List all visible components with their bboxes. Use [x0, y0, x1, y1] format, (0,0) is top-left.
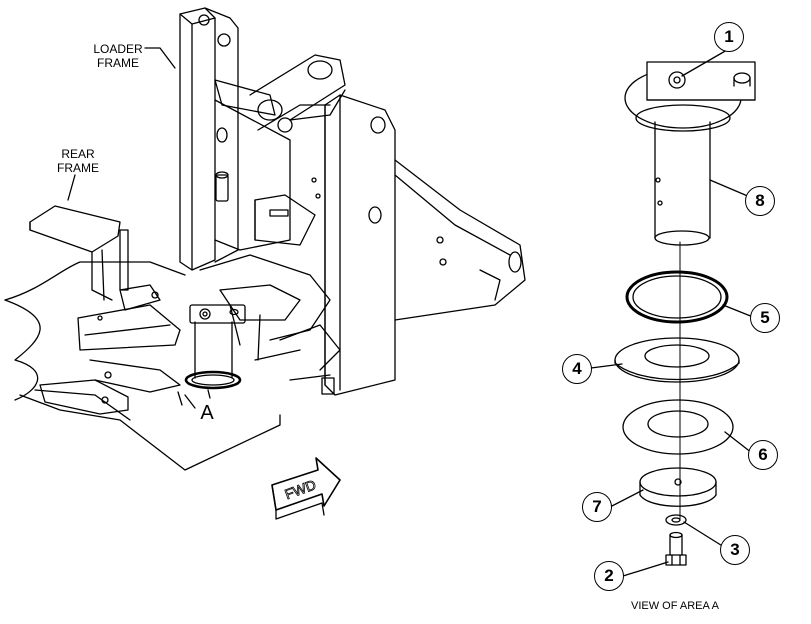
leader-5 — [722, 304, 754, 318]
part-8-pin — [624, 61, 756, 246]
callout-4: 4 — [562, 354, 592, 384]
leader-2 — [622, 561, 669, 577]
leader-7 — [609, 489, 644, 508]
rear-frame-leader — [67, 174, 76, 201]
leader-6 — [724, 431, 753, 454]
part-3-washer — [665, 514, 687, 526]
loader-frame-leader — [144, 47, 176, 69]
leader-1 — [681, 49, 728, 77]
callout-1: 1 — [714, 22, 744, 52]
part-6-washer — [622, 399, 734, 455]
view-caption: VIEW OF AREA A — [630, 600, 720, 612]
part-5-seal — [625, 270, 729, 324]
part-2-bolt — [665, 531, 687, 566]
leader-4 — [590, 363, 623, 369]
leader-3 — [683, 521, 725, 548]
part-4-washer — [614, 337, 740, 383]
rear-frame-label: REAR FRAME — [57, 147, 99, 175]
callout-5: 5 — [750, 303, 780, 333]
loader-frame-label: LOADER FRAME — [93, 42, 143, 70]
loader-frame-drawing — [179, 7, 526, 396]
callout-7: 7 — [582, 492, 612, 522]
callout-3: 3 — [720, 535, 750, 565]
callout-2: 2 — [594, 561, 624, 591]
callout-6: 6 — [748, 440, 778, 470]
area-a-leader — [207, 389, 211, 399]
area-a-marker: A — [200, 402, 214, 424]
part-7-plate — [639, 467, 717, 507]
pivot-pin-installed — [184, 304, 246, 390]
rear-frame-drawing — [4, 205, 281, 471]
callout-8: 8 — [745, 186, 775, 216]
fwd-arrow — [271, 457, 341, 520]
